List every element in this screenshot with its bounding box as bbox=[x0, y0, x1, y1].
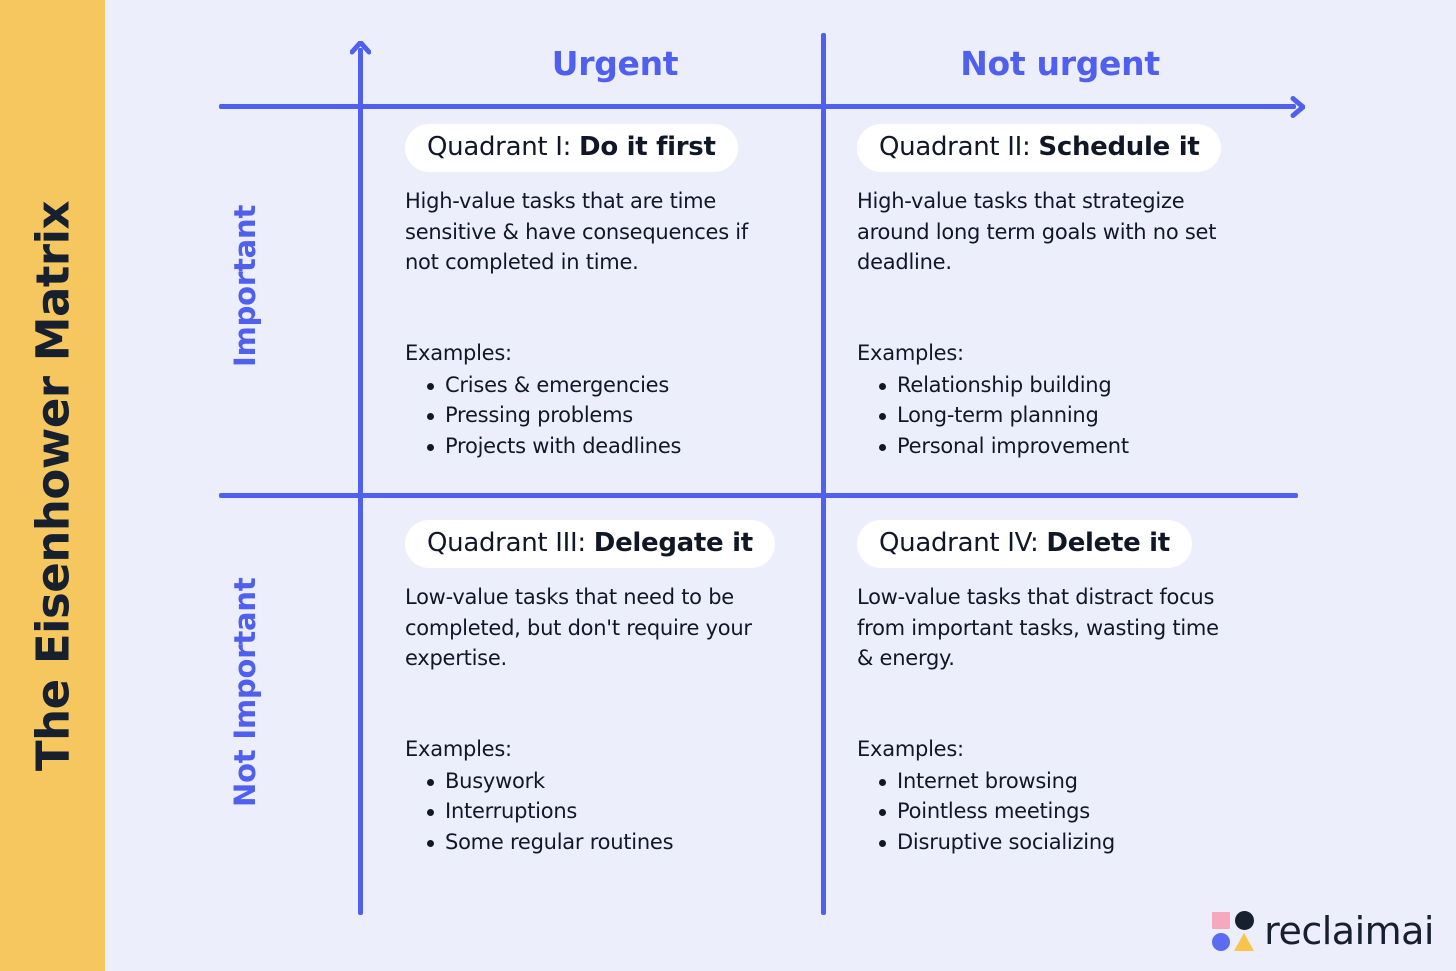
pink-square-icon bbox=[1212, 912, 1231, 929]
list-item: Pressing problems bbox=[405, 400, 805, 431]
arrow-right-icon bbox=[1290, 96, 1305, 118]
matrix-canvas: Urgent Not urgent Important Not Importan… bbox=[105, 0, 1456, 971]
quadrant-3: Quadrant III: Delegate it Low-value task… bbox=[405, 520, 805, 857]
column-header-urgent: Urgent bbox=[551, 44, 679, 83]
quadrant-3-examples-list: Busywork Interruptions Some regular rout… bbox=[405, 766, 805, 858]
quadrant-3-pill-label: Quadrant III: bbox=[427, 528, 586, 558]
quadrant-4-examples-label: Examples: bbox=[857, 736, 964, 761]
blue-circle-icon bbox=[1212, 933, 1231, 951]
list-item: Crises & emergencies bbox=[405, 370, 805, 401]
axis-line-vertical-divider bbox=[821, 33, 826, 915]
list-item: Busywork bbox=[405, 766, 805, 797]
sidebar: The Eisenhower Matrix bbox=[0, 0, 105, 971]
list-item: Projects with deadlines bbox=[405, 431, 805, 462]
reclaim-logo-mark bbox=[1212, 911, 1255, 951]
list-item: Personal improvement bbox=[857, 431, 1277, 462]
quadrant-3-pill-action: Delegate it bbox=[593, 528, 753, 558]
list-item: Relationship building bbox=[857, 370, 1277, 401]
row-label-important: Important bbox=[228, 204, 262, 367]
list-item: Internet browsing bbox=[857, 766, 1277, 797]
list-item: Disruptive socializing bbox=[857, 827, 1277, 858]
quadrant-2-examples-label: Examples: bbox=[857, 340, 964, 365]
quadrant-3-pill: Quadrant III: Delegate it bbox=[405, 520, 775, 568]
axis-line-middle-horizontal bbox=[219, 493, 1298, 498]
list-item: Pointless meetings bbox=[857, 796, 1277, 827]
quadrant-4-pill: Quadrant IV: Delete it bbox=[857, 520, 1192, 568]
quadrant-1-pill: Quadrant I: Do it first bbox=[405, 124, 738, 172]
arrow-up-icon bbox=[350, 41, 371, 55]
quadrant-3-description: Low-value tasks that need to be complete… bbox=[405, 585, 752, 670]
quadrant-1-pill-label: Quadrant I: bbox=[427, 132, 572, 162]
axis-line-vertical-left bbox=[358, 48, 363, 915]
reclaim-ai-logo: reclaimai bbox=[1212, 911, 1434, 951]
page-title: The Eisenhower Matrix bbox=[26, 200, 79, 771]
list-item: Interruptions bbox=[405, 796, 805, 827]
quadrant-1-pill-action: Do it first bbox=[579, 132, 716, 162]
quadrant-4-pill-label: Quadrant IV: bbox=[879, 528, 1039, 558]
quadrant-4-pill-action: Delete it bbox=[1046, 528, 1170, 558]
quadrant-2-description: High-value tasks that strategize around … bbox=[857, 189, 1217, 274]
quadrant-1-examples-label: Examples: bbox=[405, 340, 512, 365]
row-label-not-important: Not Important bbox=[228, 577, 262, 808]
quadrant-1-description: High-value tasks that are time sensitive… bbox=[405, 189, 749, 274]
quadrant-2-examples-list: Relationship building Long-term planning… bbox=[857, 370, 1277, 462]
quadrant-3-examples-label: Examples: bbox=[405, 736, 512, 761]
column-header-not-urgent: Not urgent bbox=[960, 44, 1160, 83]
reclaim-wordmark: reclaimai bbox=[1264, 909, 1434, 953]
quadrant-2-pill: Quadrant II: Schedule it bbox=[857, 124, 1222, 172]
quadrant-2-pill-label: Quadrant II: bbox=[879, 132, 1031, 162]
yellow-triangle-icon bbox=[1234, 933, 1255, 951]
quadrant-4: Quadrant IV: Delete it Low-value tasks t… bbox=[857, 520, 1277, 857]
quadrant-2: Quadrant II: Schedule it High-value task… bbox=[857, 124, 1277, 461]
quadrant-2-pill-action: Schedule it bbox=[1038, 132, 1200, 162]
quadrant-4-description: Low-value tasks that distract focus from… bbox=[857, 585, 1219, 670]
axis-line-top-horizontal bbox=[219, 104, 1296, 109]
quadrant-1-examples-list: Crises & emergencies Pressing problems P… bbox=[405, 370, 805, 462]
dark-circle-icon bbox=[1235, 911, 1255, 930]
list-item: Long-term planning bbox=[857, 400, 1277, 431]
quadrant-1: Quadrant I: Do it first High-value tasks… bbox=[405, 124, 805, 461]
list-item: Some regular routines bbox=[405, 827, 805, 858]
quadrant-4-examples-list: Internet browsing Pointless meetings Dis… bbox=[857, 766, 1277, 858]
